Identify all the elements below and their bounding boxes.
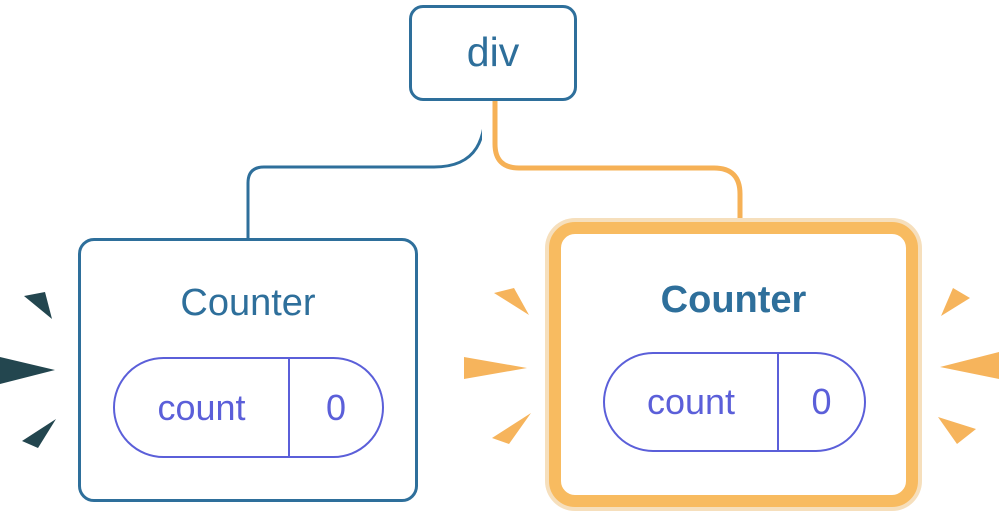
- state-key-cell: count: [115, 359, 290, 456]
- counter-title: Counter: [660, 279, 807, 321]
- burst-marks-left-card: [0, 292, 56, 448]
- state-value-cell: 0: [325, 386, 347, 428]
- connector-to-right-counter: [492, 98, 743, 228]
- counter-card-right-highlighted: Counter count 0: [549, 222, 918, 507]
- div-tree-node: div: [409, 5, 577, 101]
- counter-card-left: Counter count 0: [78, 238, 418, 502]
- burst-mark-icon: [492, 413, 531, 444]
- burst-mark-icon: [940, 352, 999, 379]
- burst-mark-icon: [494, 288, 529, 315]
- burst-mark-icon: [24, 292, 52, 319]
- burst-marks-right-card-right: [938, 288, 999, 444]
- burst-mark-icon: [941, 288, 970, 316]
- state-pill: count 0: [603, 352, 866, 452]
- burst-mark-icon: [938, 417, 976, 444]
- burst-mark-icon: [0, 357, 55, 384]
- state-key-cell: count: [605, 354, 779, 450]
- div-node-label: div: [466, 28, 520, 75]
- state-value-cell: 0: [811, 381, 832, 422]
- burst-mark-icon: [464, 357, 527, 379]
- counter-title: Counter: [180, 282, 316, 324]
- connector-casing: [482, 98, 753, 228]
- connector-to-left-counter: [246, 100, 488, 240]
- state-pill: count 0: [113, 357, 384, 458]
- burst-marks-right-card-left: [464, 288, 531, 444]
- burst-mark-icon: [22, 419, 56, 448]
